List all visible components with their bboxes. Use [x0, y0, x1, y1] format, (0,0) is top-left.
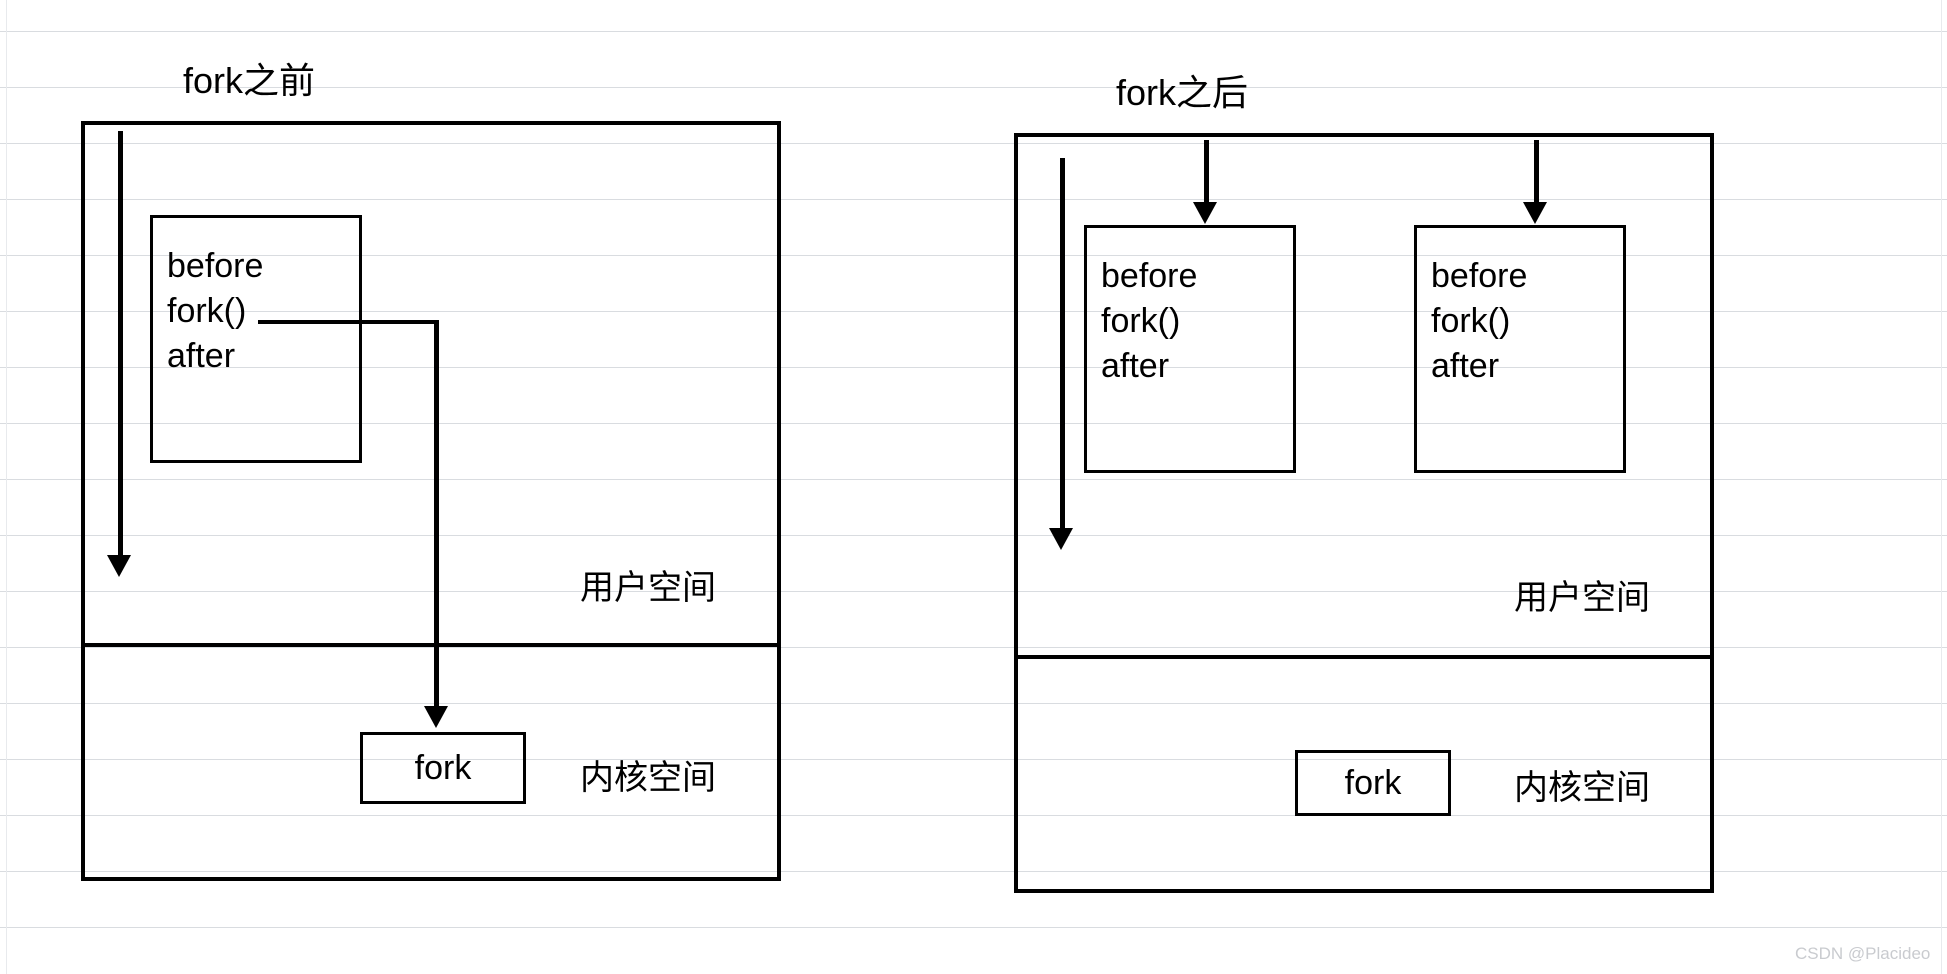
- code-line-before: before: [1431, 257, 1528, 295]
- process-code-box-parent-after: before fork() after: [1084, 225, 1296, 473]
- code-line-before: before: [167, 247, 264, 285]
- syscall-connector-arrowhead-before: [424, 706, 448, 728]
- gridline-vertical: [1941, 0, 1942, 974]
- code-line-after: after: [1431, 347, 1500, 385]
- code-line-forkcall: fork(): [1431, 302, 1511, 340]
- code-lines-parent-before: before fork() after: [167, 244, 263, 379]
- execution-flow-arrowhead-after: [1049, 528, 1073, 550]
- process-code-box-parent-before: before fork() after: [150, 215, 362, 463]
- entry-arrow-head-parent-after: [1193, 202, 1217, 224]
- user-space-label-before: 用户空间: [580, 569, 716, 607]
- watermark: CSDN @Placideo: [1795, 944, 1931, 963]
- user-kernel-divider-before: [81, 643, 781, 647]
- user-space-label-after: 用户空间: [1514, 579, 1650, 617]
- gridline-horizontal: [0, 927, 1947, 928]
- gridline-vertical: [6, 0, 7, 974]
- panel-title-after-fork: fork之后: [1116, 72, 1249, 113]
- entry-arrow-head-child-after: [1523, 202, 1547, 224]
- syscall-connector-vertical-before: [434, 320, 439, 716]
- code-line-after: after: [167, 337, 236, 375]
- execution-flow-shaft-before: [118, 131, 123, 565]
- entry-arrow-shaft-parent-after: [1204, 140, 1209, 212]
- kernel-space-label-before: 内核空间: [580, 759, 716, 797]
- code-lines-parent-after: before fork() after: [1101, 254, 1197, 389]
- code-lines-child-after: before fork() after: [1431, 254, 1527, 389]
- code-line-forkcall: fork(): [167, 292, 247, 330]
- entry-arrow-shaft-child-after: [1534, 140, 1539, 212]
- kernel-fork-box-after: fork: [1295, 750, 1451, 816]
- kernel-fork-box-before: fork: [360, 732, 526, 804]
- user-kernel-divider-after: [1014, 655, 1714, 659]
- code-line-after: after: [1101, 347, 1170, 385]
- kernel-space-label-after: 内核空间: [1514, 769, 1650, 807]
- code-line-forkcall: fork(): [1101, 302, 1181, 340]
- code-line-before: before: [1101, 257, 1198, 295]
- gridline-horizontal: [0, 31, 1947, 32]
- syscall-connector-horizontal-before: [258, 320, 438, 324]
- execution-flow-shaft-after: [1060, 158, 1065, 538]
- address-space-box-after: [1014, 133, 1714, 893]
- execution-flow-arrowhead-before: [107, 555, 131, 577]
- process-code-box-child-after: before fork() after: [1414, 225, 1626, 473]
- panel-title-before-fork: fork之前: [183, 60, 316, 101]
- address-space-box-before: [81, 121, 781, 881]
